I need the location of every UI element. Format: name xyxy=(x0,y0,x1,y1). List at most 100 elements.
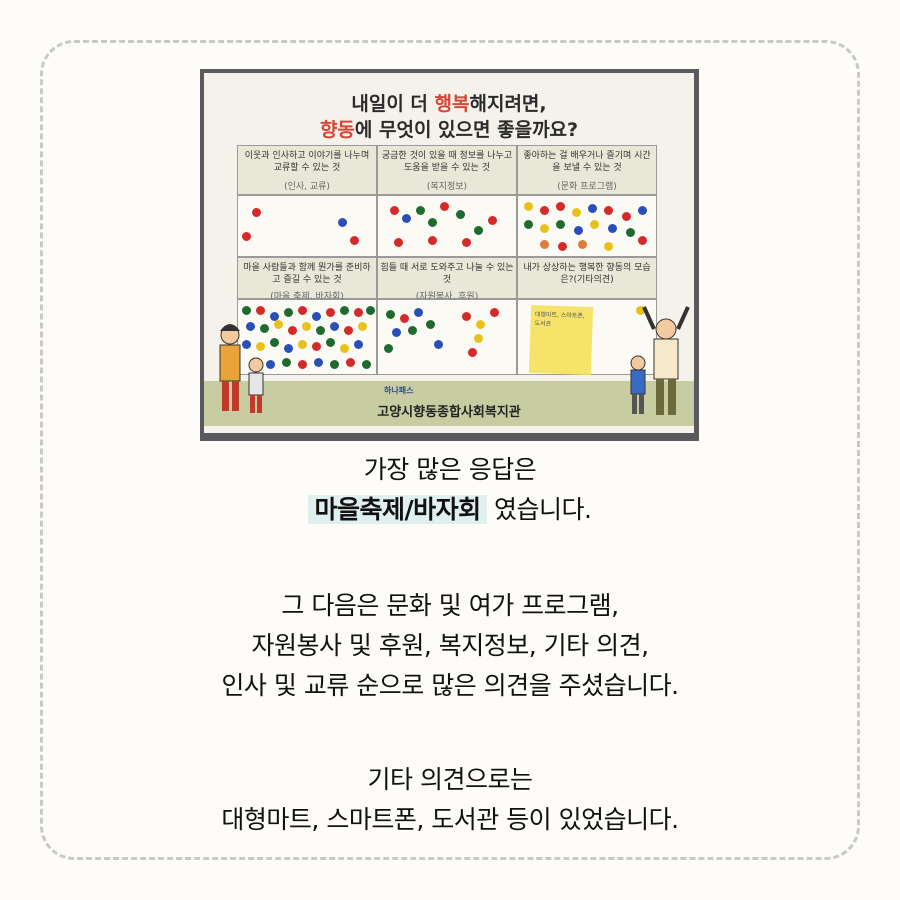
sticker-dot xyxy=(330,322,339,331)
sticker-dot xyxy=(270,338,279,347)
sticker-dot xyxy=(338,218,347,227)
sticker-dot xyxy=(256,342,265,351)
sticker-dot xyxy=(384,344,393,353)
sticker-dot xyxy=(350,236,359,245)
sticker-dot xyxy=(604,242,613,251)
poster-title-line2: 향동에 무엇이 있으면 좋을까요? xyxy=(204,115,694,142)
sticker-dot xyxy=(354,340,363,349)
sticker-dot xyxy=(252,208,261,217)
sticker-dot xyxy=(282,358,291,367)
sticker-dot xyxy=(408,326,417,335)
sticker-dot xyxy=(392,328,401,337)
sticker-dot xyxy=(344,326,353,335)
sticker-dot xyxy=(314,358,323,367)
sticker-dot xyxy=(330,360,339,369)
sticker-dot xyxy=(488,216,497,225)
sticker-dot xyxy=(456,210,465,219)
other-opinions-paragraph: 기타 의견으로는 대형마트, 스마트폰, 도서관 등이 있었습니다. xyxy=(0,760,900,840)
sticker-dot xyxy=(260,324,269,333)
sticker-dot xyxy=(394,238,403,247)
ranking-line: 자원봉사 및 후원, 복지정보, 기타 의견, xyxy=(251,631,649,660)
sticker-dot xyxy=(284,308,293,317)
sticker-dot xyxy=(572,208,581,217)
summary-suffix: 였습니다. xyxy=(486,495,592,524)
category-grid: 이웃과 인사하고 이야기를 나누며 교류할 수 있는 것 궁금한 것이 있을 때… xyxy=(237,145,657,375)
sticker-dot xyxy=(540,206,549,215)
sticker-dot xyxy=(428,218,437,227)
result-summary: 가장 많은 응답은 마을축제/바자회 였습니다. xyxy=(0,450,900,530)
sticker-dot xyxy=(326,338,335,347)
sticker-dot xyxy=(242,340,251,349)
sticker-dot xyxy=(638,236,647,245)
sticker-dot xyxy=(440,202,449,211)
title-text: 내일이 더 xyxy=(351,93,435,115)
sticky-note: 대형마트, 스마트폰, 도서관 xyxy=(528,304,594,376)
sticker-dot xyxy=(366,306,375,315)
sticker-dot xyxy=(468,348,477,357)
sticker-dot xyxy=(346,358,355,367)
sticker-dot xyxy=(434,340,443,349)
sticker-dot xyxy=(400,314,409,323)
sticker-dot xyxy=(578,240,587,249)
ranking-line: 그 다음은 문화 및 여가 프로그램, xyxy=(281,591,619,620)
sticker-dot xyxy=(416,206,425,215)
sticker-dot xyxy=(608,224,617,233)
opinion-line: 대형마트, 스마트폰, 도서관 등이 있었습니다. xyxy=(221,805,679,834)
sticker-dot xyxy=(266,360,275,369)
sticker-dot xyxy=(476,320,485,329)
sticker-dot xyxy=(524,202,533,211)
sticker-dot xyxy=(274,320,283,329)
sticker-dot xyxy=(312,312,321,321)
sticker-dot xyxy=(340,306,349,315)
sticker-dot xyxy=(340,344,349,353)
sticker-dot xyxy=(386,310,395,319)
sticker-dot xyxy=(540,224,549,233)
sticker-dot xyxy=(298,360,307,369)
sticker-dot xyxy=(312,342,321,351)
sticker-area xyxy=(237,299,377,375)
sticker-dot xyxy=(358,322,367,331)
dashed-frame xyxy=(40,40,860,860)
sticker-dot xyxy=(302,322,311,331)
family-illustration-icon xyxy=(219,324,264,413)
sticker-dot xyxy=(362,360,371,369)
sticker-area xyxy=(237,195,377,257)
sticker-dot xyxy=(390,206,399,215)
poster-footer xyxy=(204,381,694,426)
category-note: (문화 프로그램) xyxy=(557,182,617,192)
sticker-dot xyxy=(428,236,437,245)
summary-line: 가장 많은 응답은 xyxy=(363,455,537,484)
sticker-dot xyxy=(474,334,483,343)
sticker-dot xyxy=(490,308,499,317)
sticker-dot xyxy=(316,326,325,335)
ranking-line: 인사 및 교류 순으로 많은 의견을 주셨습니다. xyxy=(221,671,679,700)
sticker-dot xyxy=(626,228,635,237)
sticker-dot xyxy=(242,232,251,241)
sticker-dot xyxy=(414,308,423,317)
title-text: 해지려면, xyxy=(469,93,547,115)
sticker-dot xyxy=(590,220,599,229)
sticker-dot xyxy=(574,226,583,235)
sticker-dot xyxy=(636,306,645,315)
opinion-line: 기타 의견으로는 xyxy=(367,765,533,794)
sticker-dot xyxy=(556,202,565,211)
title-text: 에 무엇이 있으면 좋을까요? xyxy=(354,119,579,141)
sticker-dot xyxy=(622,212,631,221)
title-accent: 행복 xyxy=(434,93,470,115)
sticker-dot xyxy=(426,320,435,329)
logo: 하나패스 xyxy=(384,386,414,395)
sticker-dot xyxy=(540,240,549,249)
sticker-dot xyxy=(256,306,265,315)
title-accent: 향동 xyxy=(319,119,355,141)
category-note: (자원봉사, 후원) xyxy=(415,292,479,302)
category-label: 궁금한 것이 있을 때 정보를 나누고 도움을 받을 수 있는 것 xyxy=(377,145,517,195)
sticker-dot xyxy=(284,344,293,353)
sticker-dot xyxy=(242,306,251,315)
sticker-dot xyxy=(298,306,307,315)
poster-title-line1: 내일이 더 행복해지려면, xyxy=(204,89,694,116)
survey-poster: 내일이 더 행복해지려면, 향동에 무엇이 있으면 좋을까요? 이웃과 인사하고… xyxy=(204,73,694,433)
sticker-dot xyxy=(588,204,597,213)
sticker-dot xyxy=(288,326,297,335)
highlight-answer: 마을축제/바자회 xyxy=(308,495,487,524)
sticker-dot xyxy=(524,220,533,229)
